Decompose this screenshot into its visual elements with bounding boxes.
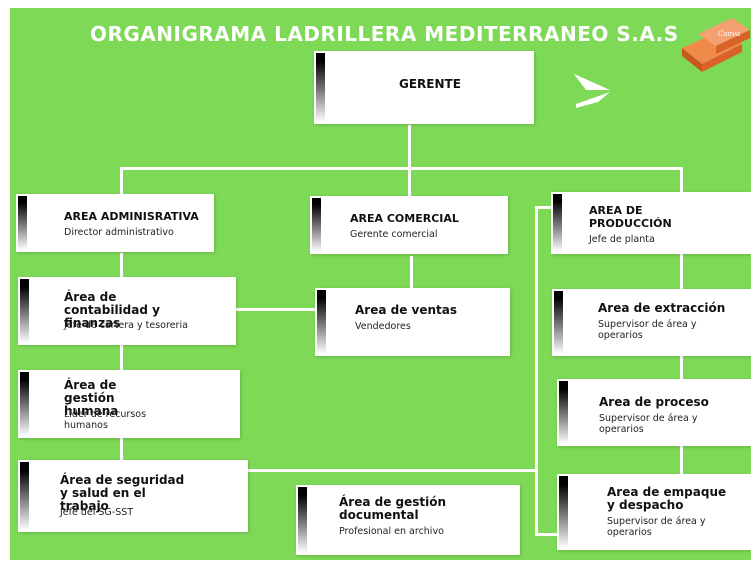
node-subtitle: Vendedores — [355, 321, 411, 332]
connector-line — [120, 253, 123, 468]
node-subtitle: Jefe del SG-SST — [60, 507, 134, 518]
node-area-contabilidad: Área de contabilidad y finanzas Jefe de … — [18, 277, 236, 345]
node-subtitle: Líder de recursos humanos — [64, 409, 147, 431]
connector-line — [535, 533, 561, 536]
node-subtitle: Jefe de planta — [589, 234, 655, 245]
node-area-gestion-humana: Área de gestión humana Líder de recursos… — [18, 370, 240, 438]
node-accent-bar — [559, 381, 568, 444]
node-area-ventas: Area de ventas Vendedores — [315, 288, 510, 356]
node-title: Área de gestión humana — [64, 378, 119, 418]
connector-line — [680, 167, 683, 197]
node-gerente: GERENTE — [314, 51, 534, 124]
node-accent-bar — [298, 487, 307, 553]
connector-line — [248, 469, 538, 472]
node-accent-bar — [554, 291, 563, 354]
node-accent-bar — [316, 53, 325, 122]
brick-icon: Canva — [682, 18, 750, 72]
node-accent-bar — [317, 290, 326, 354]
node-title: AREA ADMINISRATIVA — [64, 210, 199, 223]
node-title: Area de extracción — [598, 301, 726, 315]
node-area-documental: Área de gestión documental Profesional e… — [296, 485, 520, 555]
connector-line — [535, 206, 538, 536]
node-area-extraccion: Area de extracción Supervisor de área y … — [552, 289, 751, 356]
brick-watermark-text: Canva — [718, 30, 740, 38]
chart-title: ORGANIGRAMA LADRILLERA MEDITERRANEO S.A.… — [90, 22, 679, 46]
node-subtitle: Supervisor de área y operarios — [607, 516, 706, 538]
node-accent-bar — [553, 194, 562, 252]
node-subtitle: Supervisor de área y operarios — [598, 319, 697, 341]
node-accent-bar — [559, 476, 568, 548]
node-title: Área de contabilidad y finanzas — [64, 290, 160, 330]
node-title: AREA COMERCIAL — [350, 212, 459, 225]
connector-line — [535, 206, 561, 209]
node-accent-bar — [20, 462, 29, 530]
node-title: AREA DE PRODUCCIÓN — [589, 204, 672, 230]
node-accent-bar — [20, 372, 29, 436]
node-subtitle: Jefe de cartera y tesoreria — [64, 320, 188, 331]
node-title: Área de gestión documental — [339, 495, 447, 522]
connector-line — [120, 167, 123, 197]
node-area-administrativa: AREA ADMINISRATIVA Director administrati… — [16, 194, 214, 252]
node-area-proceso: Area de proceso Supervisor de área y ope… — [557, 379, 751, 446]
node-subtitle: Director administrativo — [64, 227, 174, 238]
node-area-comercial: AREA COMERCIAL Gerente comercial — [310, 196, 508, 254]
node-subtitle: Profesional en archivo — [339, 526, 444, 537]
node-title: Area de proceso — [599, 395, 709, 409]
node-subtitle: Gerente comercial — [350, 229, 438, 240]
chevron-right-icon — [574, 74, 610, 108]
node-accent-bar — [18, 196, 27, 250]
node-area-empaque: Area de empaque y despacho Supervisor de… — [557, 474, 751, 550]
connector-line — [408, 167, 411, 197]
node-title: Area de empaque y despacho — [607, 485, 727, 512]
node-title: Area de ventas — [355, 303, 458, 317]
node-area-seguridad: Área de seguridad y salud en el trabajo … — [18, 460, 248, 532]
connector-line — [120, 167, 683, 170]
node-area-produccion: AREA DE PRODUCCIÓN Jefe de planta — [551, 192, 751, 254]
connector-line — [410, 256, 413, 291]
node-title: Área de seguridad y salud en el trabajo — [60, 473, 185, 513]
node-title: GERENTE — [399, 77, 461, 91]
connector-line — [408, 125, 411, 169]
node-accent-bar — [312, 198, 321, 252]
connector-line — [236, 308, 318, 311]
node-subtitle: Supervisor de área y operarios — [599, 413, 698, 435]
org-chart-canvas: ORGANIGRAMA LADRILLERA MEDITERRANEO S.A.… — [10, 8, 751, 560]
node-accent-bar — [20, 279, 29, 343]
